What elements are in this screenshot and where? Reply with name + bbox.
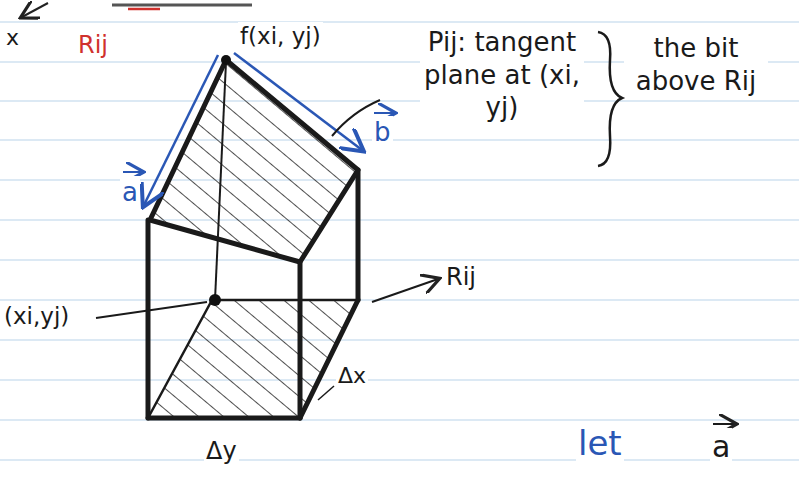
dimension-label: Δy <box>204 436 239 466</box>
axis-label: x <box>4 24 21 52</box>
note-text: let <box>576 422 624 465</box>
note-text: Pij: tangent plane at (xi, yj) <box>420 26 584 124</box>
region-label: Rij <box>76 30 110 60</box>
note-text: the bit above Rij <box>624 32 768 97</box>
vector-label: b <box>372 116 393 149</box>
vector-label: a <box>710 428 732 466</box>
vector-label: a <box>120 176 140 209</box>
point-label: (xi,yj) <box>2 302 71 331</box>
point-label: f(xi, yj) <box>238 22 323 51</box>
prism <box>148 60 358 418</box>
region-label: Rij <box>444 262 478 292</box>
ruled-lines <box>0 22 799 460</box>
dimension-label: Δx <box>336 362 368 390</box>
